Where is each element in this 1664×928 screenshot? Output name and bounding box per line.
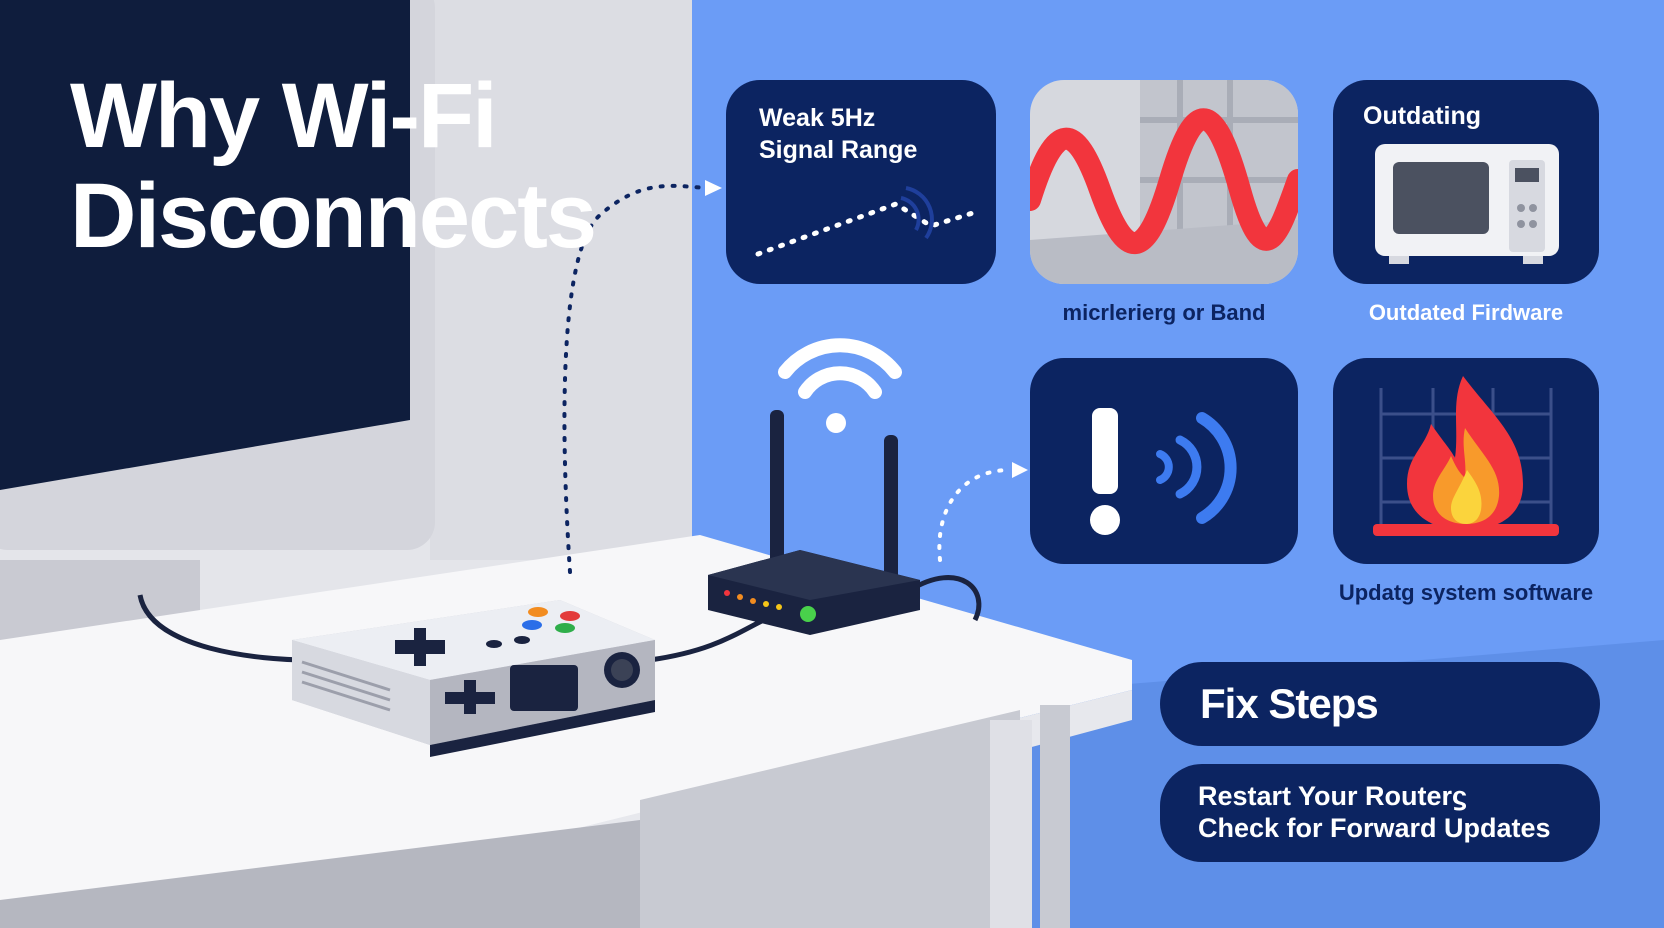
card-outdated: Outdating	[1333, 80, 1599, 284]
game-console-icon	[292, 600, 655, 757]
caption-updating: Updatg system software	[1338, 580, 1594, 605]
card-weak-signal-label: Weak 5Hz Signal Range	[759, 102, 917, 166]
card-weak-signal-line2: Signal Range	[759, 136, 918, 164]
microwave-icon	[1375, 144, 1559, 264]
fix-step-restart: Restart Your Routerϛ	[1198, 781, 1468, 811]
caption-interference: micrlerierg or Band	[1062, 300, 1266, 325]
fix-steps-list: Restart Your Routerϛ Check for Forward U…	[1160, 764, 1600, 862]
title-line-1: Why Wi-Fi	[70, 65, 498, 167]
card-updating	[1333, 358, 1599, 564]
exclamation-signal-icon	[1090, 408, 1237, 535]
title-line-2: Disconnects	[70, 165, 597, 267]
monitor-icon	[0, 0, 435, 730]
card-alert	[1030, 358, 1298, 564]
page-title: Why Wi-Fi Disconnects	[70, 65, 597, 267]
wifi-icon	[778, 338, 902, 433]
card-weak-signal-line1: Weak 5Hz	[759, 104, 876, 132]
router-icon	[708, 410, 920, 635]
fix-steps-title: Fix Steps	[1200, 680, 1379, 727]
fix-steps-header: Fix Steps	[1160, 662, 1600, 746]
caption-outdated: Outdated Firdware	[1368, 300, 1564, 325]
card-outdated-label: Outdating	[1363, 102, 1482, 130]
card-interference	[1030, 80, 1298, 284]
red-wave-icon	[1030, 80, 1298, 284]
dotted-signal-icon	[755, 186, 979, 257]
card-weak-signal: Weak 5Hz Signal Range	[726, 80, 996, 284]
fix-step-updates: Check for Forward Updates	[1198, 813, 1551, 843]
fire-icon	[1373, 376, 1559, 536]
